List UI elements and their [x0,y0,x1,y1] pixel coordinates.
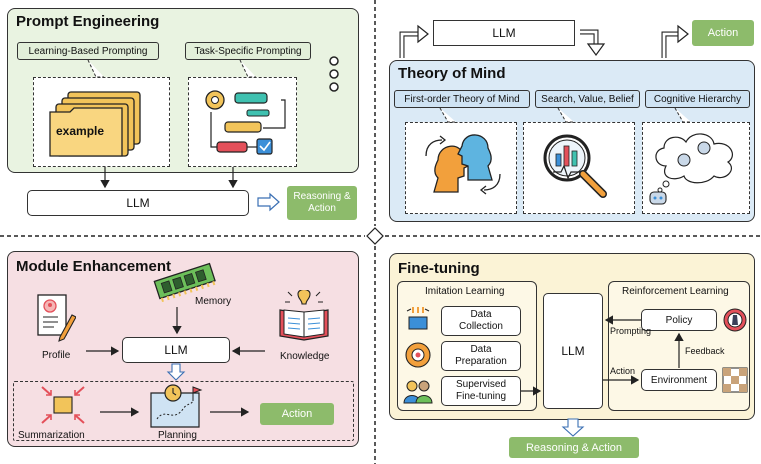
profile-icon [37,294,76,342]
theory-of-mind-title: Theory of Mind [398,65,506,82]
planning-icon [150,384,203,428]
module-enhancement-title: Module Enhancement [16,258,172,275]
supervised-fine-tuning-box: Supervised Fine-tuning [441,376,521,406]
tag-search-value-belief: Search, Value, Belief [535,90,640,108]
fine-tuning-title: Fine-tuning [398,260,480,277]
robot-gear-icon [723,308,747,332]
action-label: Action [610,366,636,376]
imitation-learning-label: Imitation Learning [425,286,505,297]
memory-label: Memory [195,296,232,307]
memory-chip-icon [153,262,216,302]
tag-cognitive-hierarchy: Cognitive Hierarchy [645,90,750,108]
pe-reasoning-action-output: Reasoning & Action [287,186,357,220]
example-folders-icon [49,91,141,157]
data-preparation-icon [405,342,431,368]
thinking-robots-icon [649,133,733,205]
prompt-engineering-title: Prompt Engineering [16,13,160,30]
knowledge-label: Knowledge [280,351,330,362]
policy-box: Policy [641,309,717,331]
summarization-icon [41,386,85,424]
profile-label: Profile [42,350,71,361]
planning-label: Planning [158,430,197,441]
me-action-output: Action [260,403,334,425]
tag-first-order-theory-of-mind: First-order Theory of Mind [394,90,530,108]
two-heads-icon [425,134,501,195]
environment-box: Environment [641,369,717,391]
example-label: example [56,124,105,138]
tag-learning-based-prompting: Learning-Based Prompting [17,42,159,60]
task-workflow-icon [205,90,286,155]
knowledge-book-icon [279,290,329,341]
me-bottom-dashed-group [13,381,354,441]
ft-llm-box: LLM [543,293,603,409]
data-preparation-box: Data Preparation [441,341,521,371]
me-llm-box: LLM [122,337,230,363]
prompting-label: Prompting [610,326,652,336]
magnifier-chart-icon [543,134,607,198]
tom-llm-box: LLM [433,20,575,46]
data-collection-box: Data Collection [441,306,521,336]
pe-llm-box: LLM [27,190,249,216]
feedback-label: Feedback [685,346,725,356]
more-options-icon [329,56,339,92]
supervised-fine-tuning-icon [403,380,433,404]
summarization-label: Summarization [18,430,85,441]
ft-reasoning-action-output: Reasoning & Action [509,437,639,458]
tag-task-specific-prompting: Task-Specific Prompting [185,42,311,60]
tom-action-output: Action [692,20,754,46]
data-collection-icon [406,307,430,330]
chessboard-icon [722,367,748,393]
reinforcement-learning-label: Reinforcement Learning [622,286,729,297]
